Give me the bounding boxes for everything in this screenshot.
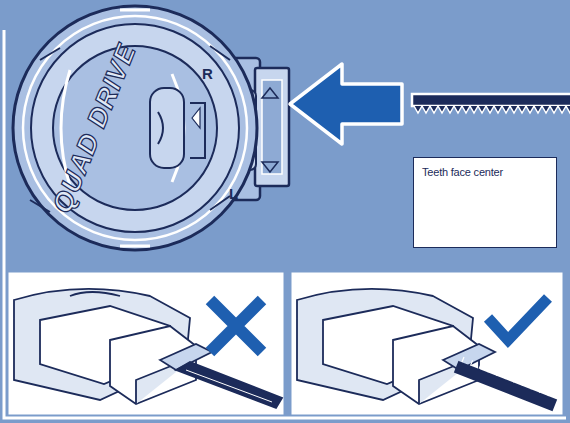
wrong-panel (10, 274, 282, 413)
right-illustration (297, 289, 556, 410)
note-text: Teeth face center (422, 166, 548, 179)
note-box: Teeth face center (413, 157, 557, 248)
wrong-mark (210, 300, 262, 352)
ripcord (412, 94, 570, 113)
side-letter: L (229, 186, 238, 201)
side-letter: R (202, 66, 213, 81)
right-mark (488, 298, 548, 340)
launcher-disc (13, 6, 257, 250)
right-panel (293, 274, 561, 413)
wrong-illustration (14, 289, 282, 408)
direction-arrow (290, 64, 402, 144)
